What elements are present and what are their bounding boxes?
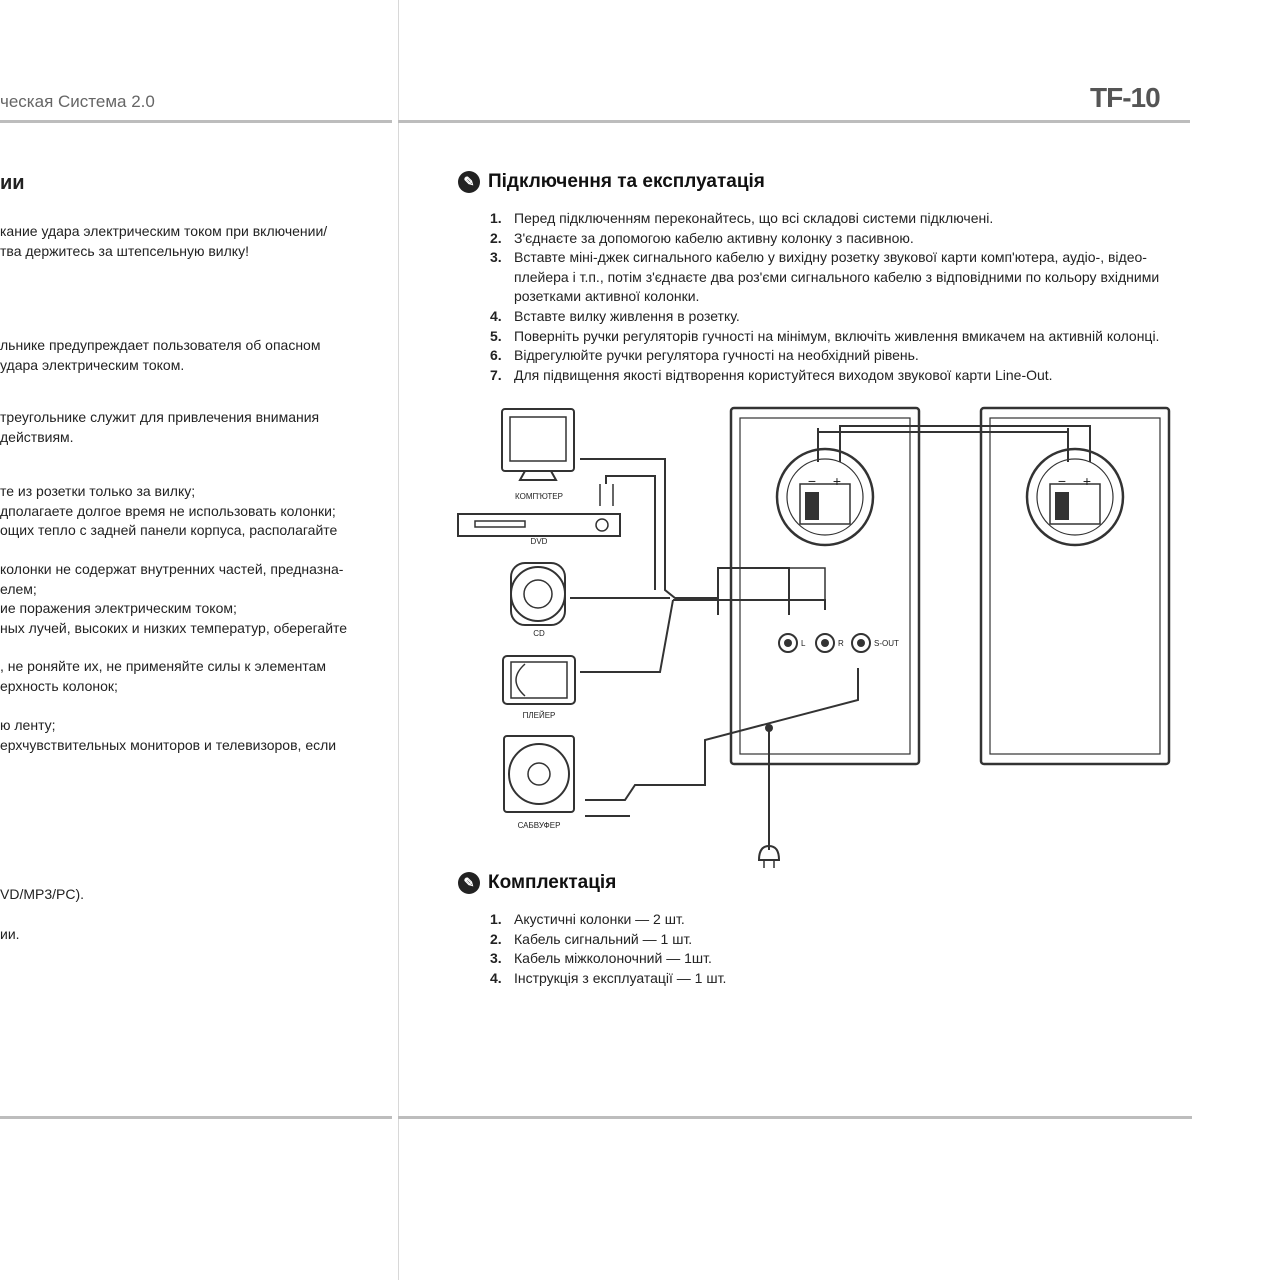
dvd-label: DVD	[531, 537, 548, 546]
left-section-heading: ии	[0, 172, 25, 194]
jack-sout-icon	[851, 633, 871, 653]
jack-r-label: R	[838, 639, 844, 648]
terminal-minus-icon	[805, 492, 819, 520]
list-item: 1.Акустичні колонки — 2 шт.	[490, 911, 685, 927]
page-fold	[398, 0, 399, 1280]
connection-steps: 1.Перед підключенням переконайтесь, що в…	[490, 209, 1180, 385]
computer-label: КОМП'ЮТЕР	[515, 492, 563, 501]
left-paragraph: ю ленту;ерхчувствительных мониторов и те…	[0, 717, 337, 753]
player-label: ПЛЕЙЕР	[523, 711, 556, 720]
left-page-header: ческая Система 2.0	[0, 92, 155, 111]
list-item: 5.Поверніть ручки регуляторів гучності н…	[490, 327, 1160, 344]
power-plug-icon	[757, 844, 781, 868]
plug-icon: ✎	[458, 171, 480, 193]
jack-l-label: L	[801, 639, 806, 648]
terminal-minus-label: −	[1058, 473, 1066, 489]
subwoofer-label: САБВУФЕР	[518, 821, 561, 830]
left-paragraph: льнике предупреждает пользователя об опа…	[0, 337, 321, 373]
left-header-rule	[0, 120, 392, 123]
package-list: 1.Акустичні колонки — 2 шт. 2.Кабель сиг…	[490, 910, 1090, 988]
subwoofer-icon	[503, 735, 575, 813]
package-section-title: ✎ Комплектація	[458, 872, 616, 894]
left-paragraph: кание удара электрическим током при вклю…	[0, 223, 328, 259]
dvd-player-icon	[457, 513, 621, 537]
active-speaker-icon	[729, 406, 921, 766]
left-paragraph: VD/MP3/PC).	[0, 886, 85, 902]
connection-section-title: ✎ Підключення та експлуатація	[458, 171, 765, 193]
portable-player-icon	[502, 655, 576, 705]
right-header-rule	[398, 120, 1190, 123]
left-paragraph: , не роняйте их, не применяйте силы к эл…	[0, 658, 327, 694]
jack-sout-label: S-OUT	[874, 639, 899, 648]
cd-player-icon	[510, 562, 566, 626]
left-footer-rule	[0, 1116, 392, 1119]
terminal-minus-label: −	[808, 473, 816, 489]
list-item: 3.Кабель міжколоночний — 1шт.	[490, 950, 712, 967]
list-item: 4.Інструкція з експлуатації — 1 шт.	[490, 969, 727, 986]
list-item: 7.Для підвищення якості відтворення кори…	[490, 366, 1053, 383]
left-paragraph: ии.	[0, 926, 20, 942]
plug-icon: ✎	[458, 872, 480, 894]
left-paragraph: треугольнике служит для привлечения вним…	[0, 409, 320, 445]
jack-l-icon	[778, 633, 798, 653]
terminal-plus-label: +	[1083, 473, 1091, 489]
left-paragraph: колонки не содержат внутренних частей, п…	[0, 561, 348, 636]
list-item: 3.Вставте міні-джек сигнального кабелю у…	[490, 249, 1160, 305]
model-title: TF-10	[1090, 82, 1161, 113]
list-item: 4.Вставте вилку живлення в розетку.	[490, 307, 740, 324]
jack-r-icon	[815, 633, 835, 653]
list-item: 6.Відрегулюйте ручки регулятора гучності…	[490, 347, 919, 364]
list-item: 1.Перед підключенням переконайтесь, що в…	[490, 210, 994, 226]
connection-diagram: − + − + КОМП'ЮТЕР DVD CD ПЛЕЙЕР САБВУФЕР…	[457, 406, 1171, 868]
left-paragraph: те из розетки только за вилку;дполагаете…	[0, 483, 338, 539]
passive-speaker-icon	[979, 406, 1171, 766]
list-item: 2.Кабель сигнальний — 1 шт.	[490, 930, 693, 947]
computer-icon	[501, 408, 575, 481]
cd-label: CD	[533, 629, 545, 638]
list-item: 2.З'єднаєте за допомогою кабелю активну …	[490, 229, 914, 246]
terminal-plus-label: +	[833, 473, 841, 489]
right-footer-rule	[398, 1116, 1192, 1119]
